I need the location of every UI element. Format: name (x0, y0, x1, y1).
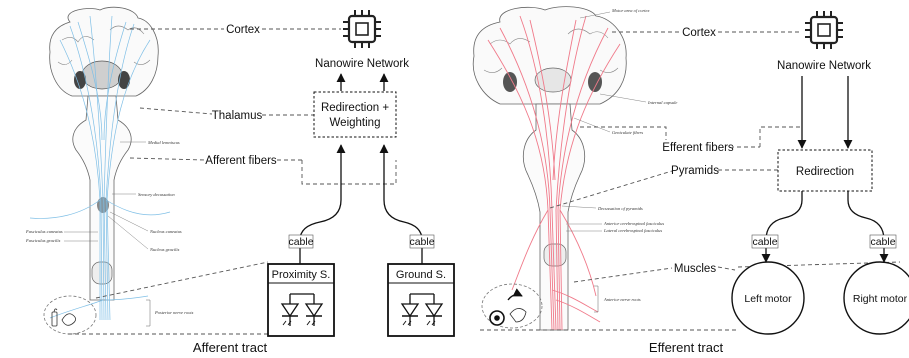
efferent-fibers-label: Efferent fibers (662, 142, 734, 154)
efferent-cable-right-label: cable (870, 236, 895, 248)
afferent-processor-box (314, 92, 396, 137)
efferent-caption: Efferent tract (649, 340, 724, 355)
efferent-cable-right (848, 191, 884, 262)
label-fasciculus-cuneatus: Fasciculus cuneatus (25, 229, 63, 234)
label-internal-capsule: Internal capsule (647, 100, 677, 105)
label-fasciculus-gracilis: Fasciculus gracilis (25, 238, 61, 243)
label-nucleus-cuneatus: Nucleus cuneatus (149, 229, 182, 234)
efferent-processor-label: Redirection (796, 166, 854, 178)
right-motor-label: Right motor (853, 293, 908, 305)
label-nucleus-gracilis: Nucleus gracilis (149, 247, 180, 252)
efferent-chip-icon (805, 11, 843, 49)
afferent-cable-right-label: cable (409, 236, 434, 248)
ground-sensor-label: Ground S. (396, 269, 446, 281)
afferent-fibers-label: Afferent fibers (205, 155, 277, 167)
hand-icon (52, 309, 76, 326)
afferent-cortex-label: Cortex (226, 24, 260, 36)
afferent-processor-line1: Redirection + (321, 102, 389, 114)
thalamus-label: Thalamus (212, 110, 263, 122)
label-motor-area: Motor area of cortex (611, 8, 649, 13)
proximity-sensor-label: Proximity S. (272, 269, 331, 281)
afferent-processor-line2: Weighting (330, 117, 381, 129)
efferent-cable-left-label: cable (752, 236, 777, 248)
label-anterior-nerve-roots: Anterior nerve roots (603, 297, 641, 302)
left-motor-label: Left motor (744, 293, 792, 305)
label-sensory-decussation: Sensory decussation (138, 192, 175, 197)
muscle-motor-icon (490, 295, 526, 325)
label-posterior-nerve-roots: Posterior nerve roots (154, 310, 194, 315)
afferent-anatomy: Medial lemniscus Sensory decussation Fas… (25, 7, 194, 334)
efferent-cable-left (766, 191, 802, 262)
efferent-brainstem (523, 104, 584, 330)
label-medial-lemniscus: Medial lemniscus (147, 140, 180, 145)
afferent-cable-left-label: cable (288, 236, 313, 248)
label-decussation-pyramids: Decussation of pyramids (597, 206, 643, 211)
pyramids-label: Pyramids (671, 165, 719, 177)
afferent-network-label: Nanowire Network (315, 58, 409, 70)
efferent-ventricle-left (503, 72, 517, 92)
label-anterior-cerebrospinal: Anterior cerebrospinal fasciculus (603, 221, 664, 226)
muscles-label: Muscles (674, 263, 716, 275)
label-geniculate-fibers: Geniculate fibers (612, 130, 643, 135)
afferent-thalamus-shape (82, 61, 122, 89)
efferent-cord-section (544, 244, 566, 266)
efferent-ventricle-right (588, 72, 602, 92)
efferent-cortex-label: Cortex (682, 27, 716, 39)
label-lateral-cerebrospinal: Lateral cerebrospinal fasciculus (603, 228, 662, 233)
afferent-chip-icon (343, 10, 381, 48)
afferent-caption: Afferent tract (193, 340, 268, 355)
efferent-network-label: Nanowire Network (777, 60, 871, 72)
